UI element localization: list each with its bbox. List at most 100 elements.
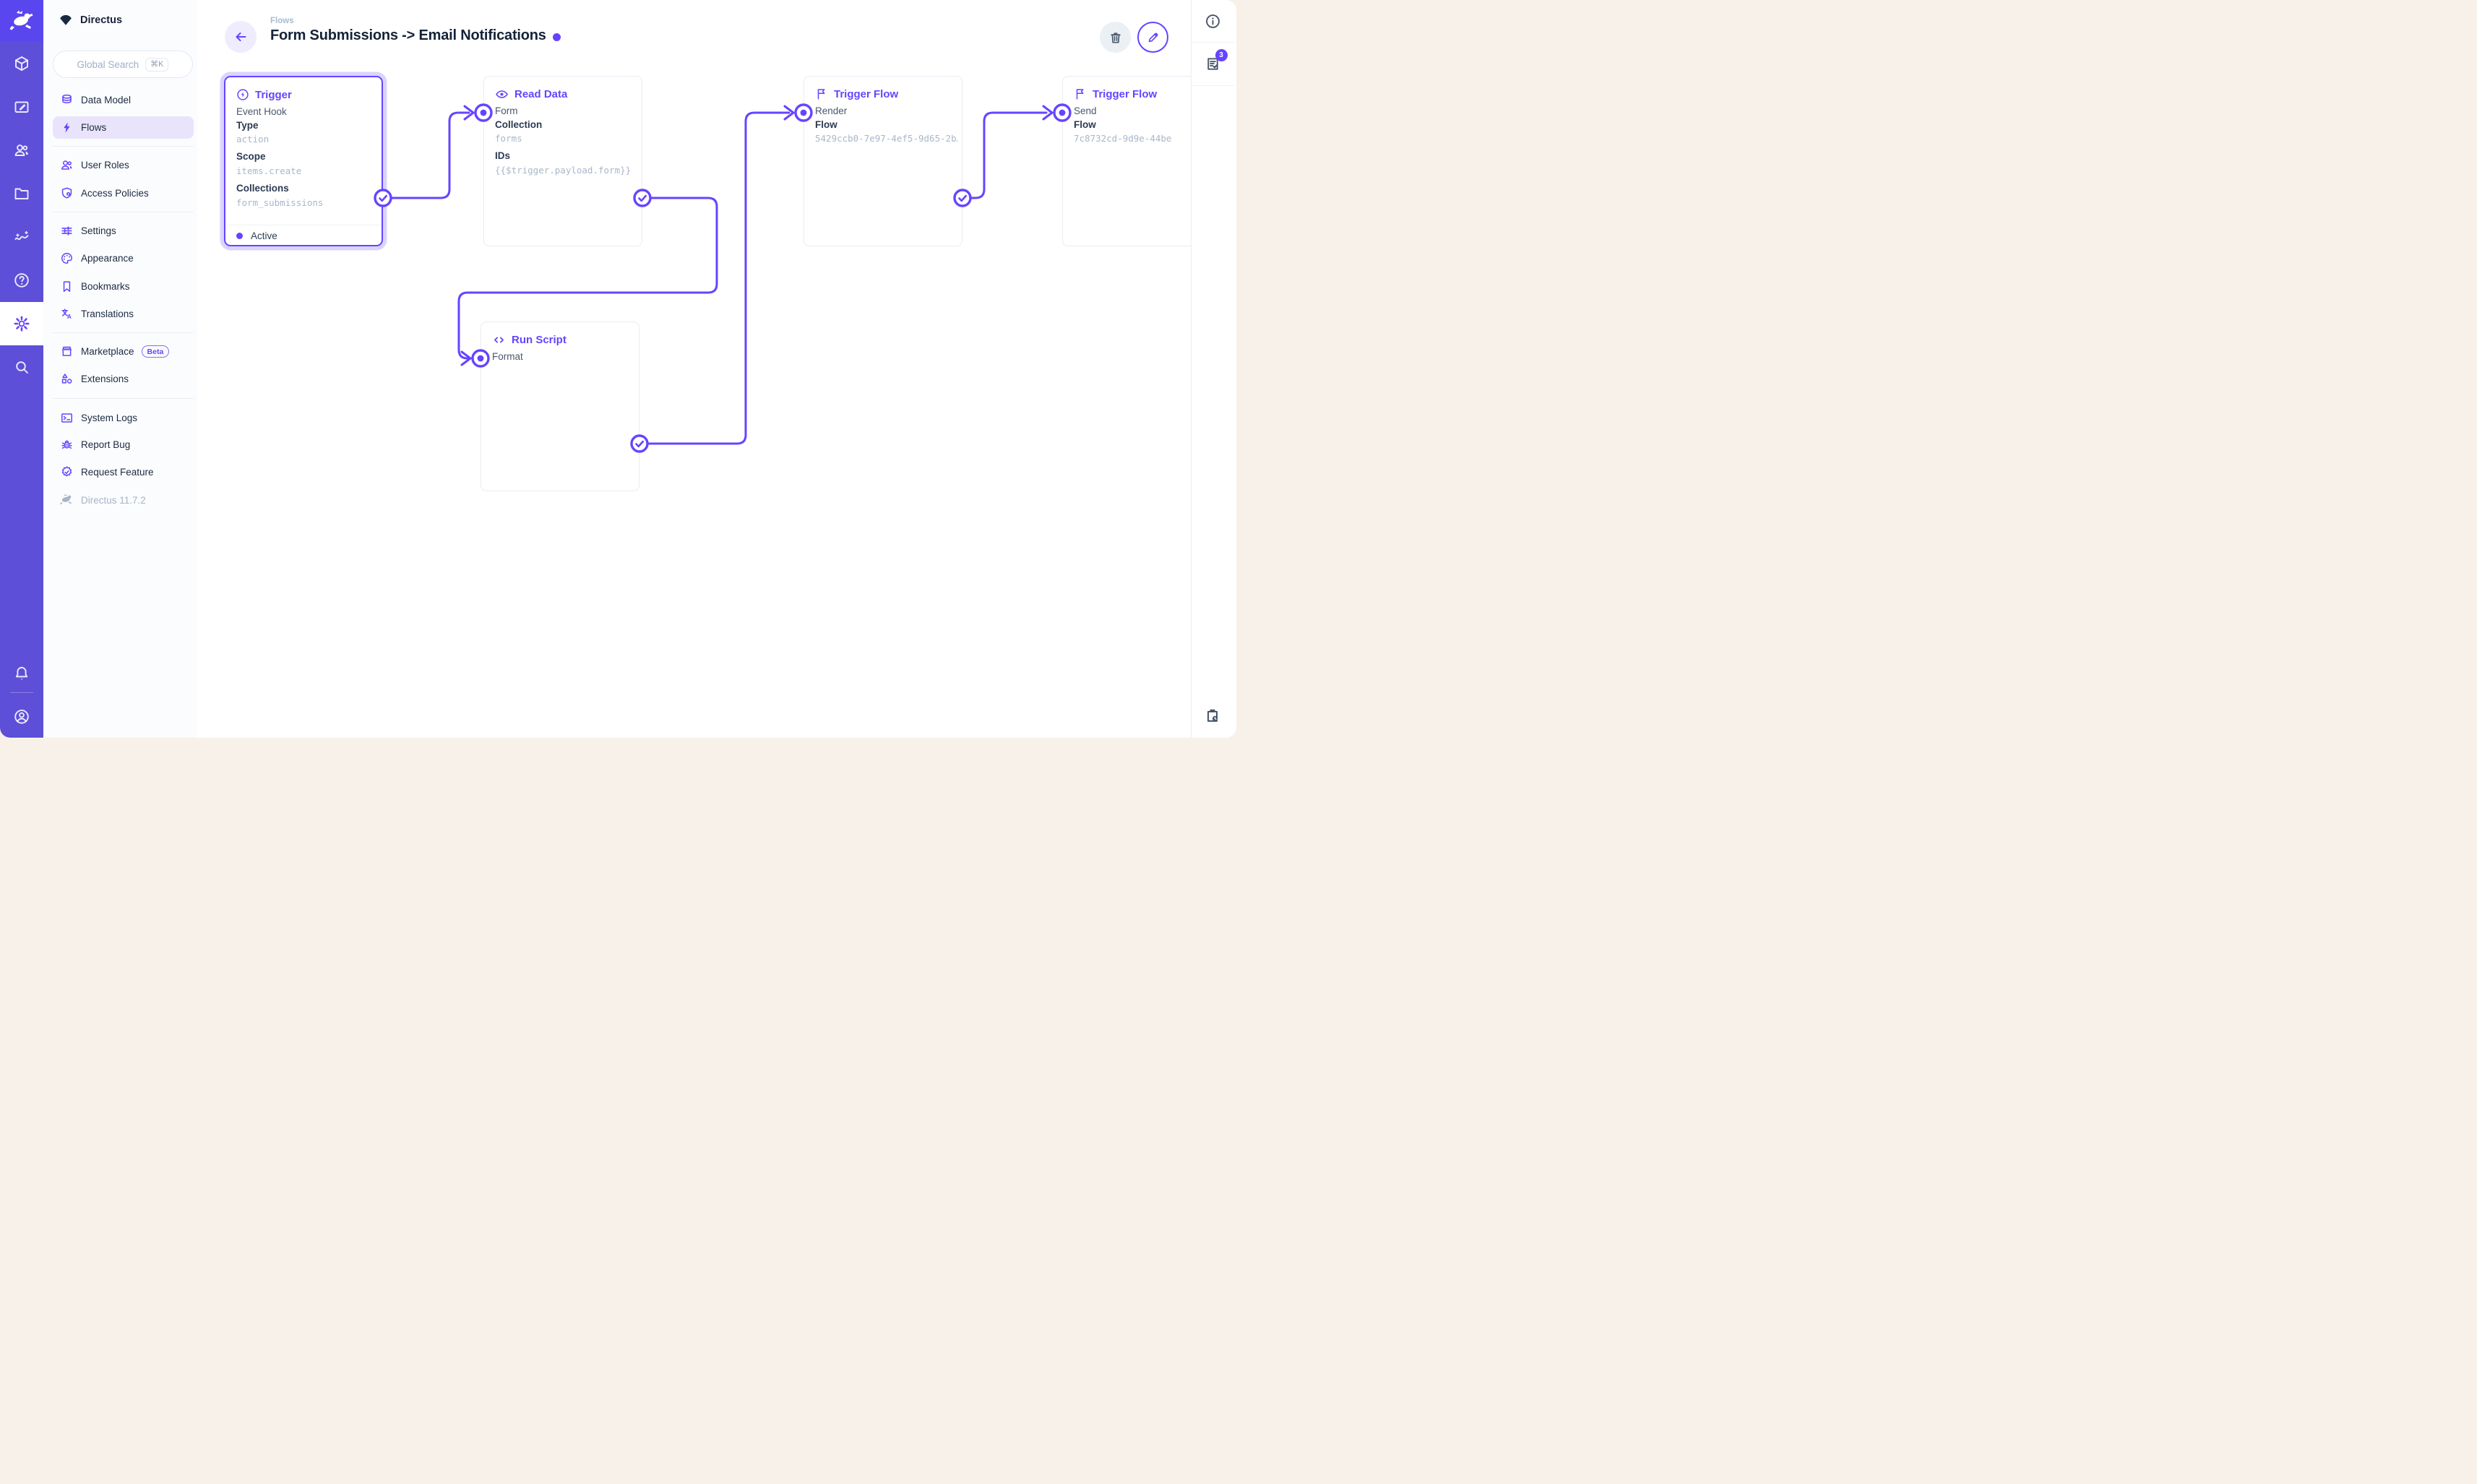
field-value: form_submissions [236,197,324,208]
page-title: Form Submissions -> Email Notifications [270,27,546,43]
logs-icon [1207,57,1218,70]
module-button-folder[interactable] [0,172,43,215]
terminal-icon [59,411,74,425]
panel-run-script[interactable]: Run Script Format [481,322,639,491]
sidebar-item-access-policies[interactable]: Access Policies [53,182,194,204]
operation-key: Form [495,105,518,116]
bookmark-icon [59,280,74,293]
edit-flow-button[interactable] [1137,22,1168,53]
sidebar-item-label: Extensions [81,374,129,384]
module-button-gear[interactable] [0,302,43,345]
database-icon [59,93,74,107]
panel-read-data[interactable]: Read Data Form Collection forms IDs {{$t… [483,76,642,246]
user-roles-icon [59,158,74,172]
rabbit-logo-icon [9,10,33,30]
active-status-dot [236,233,243,239]
edit-icon [14,101,29,113]
pending-revisions-button[interactable] [1192,695,1234,737]
sidebar-item-flows[interactable]: Flows [53,116,194,139]
field-label: Type [236,120,259,131]
sidebar-item-extensions[interactable]: Extensions [53,368,194,390]
module-button-edit[interactable] [0,85,43,129]
panel-title: Read Data [514,88,568,100]
notification-badge: 3 [1215,49,1228,61]
connection-trigger-to-read-data [382,111,470,199]
palette-icon [59,251,74,265]
sidebar-item-label: Flows [81,122,107,133]
user-circle-icon [14,709,29,724]
flag-icon [817,89,825,100]
sidebar-item-label: Request Feature [81,467,154,478]
divider [53,398,194,399]
delete-flow-button[interactable] [1100,22,1131,53]
sidebar-item-bookmarks[interactable]: Bookmarks [53,275,194,298]
field-label: Collections [236,183,289,194]
module-button-bell[interactable] [0,652,43,695]
eye-icon [496,90,508,98]
project-switcher[interactable]: Directus [43,9,197,31]
sidebar-item-label: Report Bug [81,439,131,450]
directus-logo[interactable] [0,0,43,41]
divider [53,146,194,147]
status-badge: Active [251,230,277,241]
folder-icon [14,188,29,199]
panel-trigger-flow-send[interactable]: Trigger Flow Send Flow 7c8732cd-9d9e-44b… [1062,76,1192,246]
code-icon [494,337,504,343]
sidebar-item-system-logs[interactable]: System Logs [53,407,194,429]
bolt-icon [59,121,74,134]
module-button-search[interactable] [0,345,43,389]
info-button[interactable] [1192,0,1234,42]
module-button-insights[interactable] [0,215,43,259]
module-button-help[interactable] [0,259,43,302]
sidebar-item-label: Bookmarks [81,281,130,292]
beta-badge: Beta [141,345,170,358]
sidebar-item-user-roles[interactable]: User Roles [53,154,194,176]
module-bar [0,0,43,738]
sidebar-item-label: System Logs [81,413,138,423]
storefront-icon [59,345,74,358]
panel-title: Trigger Flow [1093,87,1158,100]
field-value: 7c8732cd-9d9e-44be [1074,133,1172,144]
operation-key: Format [492,351,523,362]
module-button-user-circle[interactable] [0,695,43,738]
sidebar-item-marketplace[interactable]: Marketplace Beta [53,340,194,363]
module-button-cube[interactable] [0,42,43,85]
extension-icon [59,372,74,386]
trash-icon [1110,32,1121,43]
sidebar-item-data-model[interactable]: Data Model [53,89,194,111]
bug-icon [59,438,74,452]
help-icon [14,273,29,288]
clipboard-clock-icon [1207,709,1218,722]
back-button[interactable] [225,21,257,53]
panel-title: Trigger Flow [834,87,899,100]
field-label: Flow [815,119,837,130]
insights-icon [14,230,29,241]
sidebar-item-request-feature[interactable]: Request Feature [53,461,194,483]
sidebar-item-settings[interactable]: Settings [53,220,194,242]
panel-title: Run Script [512,334,567,346]
sidebar-item-label: Marketplace [81,346,134,357]
sidebar-item-appearance[interactable]: Appearance [53,247,194,269]
rabbit-gray-icon [59,493,74,507]
field-label: Collection [495,119,543,130]
field-label: Scope [236,151,266,162]
app-window: Flows Form Submissions -> Email Notifica… [0,0,1236,738]
module-button-users[interactable] [0,129,43,172]
panel-trigger[interactable]: Trigger Event Hook Type action Scope ite… [224,76,383,246]
logs-button[interactable]: 3 [1192,43,1234,85]
panel-trigger-flow-render[interactable]: Trigger Flow Render Flow 5429ccb0-7e97-4… [804,76,962,246]
project-logo-icon [59,14,72,26]
users-icon [14,144,28,156]
flow-status-dot [552,33,561,41]
field-value: 5429ccb0-7e97-4ef5-9d65-2b… [815,133,957,144]
info-icon [1205,14,1220,28]
field-label: Flow [1074,119,1096,130]
sidebar-item-report-bug[interactable]: Report Bug [53,433,194,456]
gear-icon [14,316,30,332]
sidebar-item-label: Settings [81,225,116,236]
panel-title: Trigger [255,88,292,101]
divider [1191,42,1234,43]
global-search-input[interactable]: Global Search ⌘K [53,51,193,78]
